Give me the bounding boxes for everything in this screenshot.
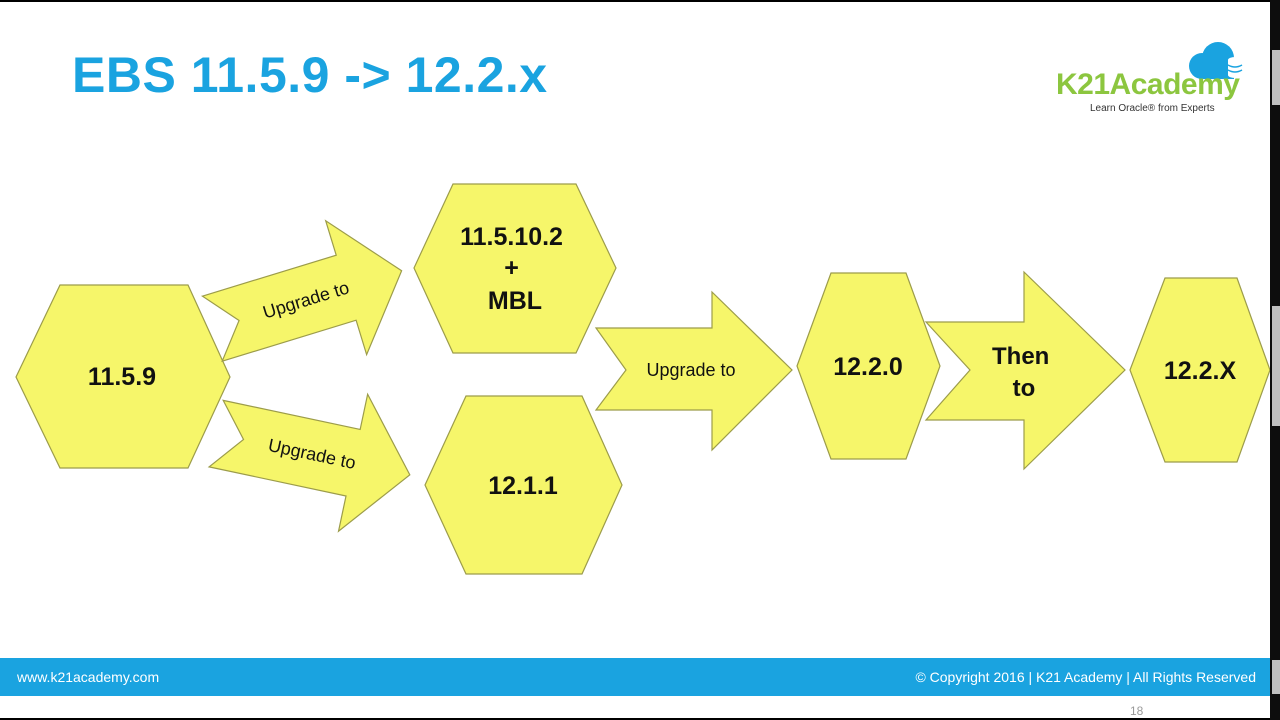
node-11-5-10-2: 11.5.10.2 + MBL xyxy=(413,183,617,354)
block-arrow-shape xyxy=(594,290,793,452)
cloud-database-icon xyxy=(1189,42,1243,79)
hexagon-shape xyxy=(413,183,617,354)
logo-tagline: Learn Oracle® from Experts xyxy=(1090,103,1215,114)
hexagon-shape xyxy=(424,395,623,575)
arrow-label: Then to xyxy=(992,343,1056,402)
node-label: 12.2.X xyxy=(1164,357,1237,385)
node-label: 11.5.9 xyxy=(88,363,156,391)
slide-title: EBS 11.5.9 -> 12.2.x xyxy=(72,47,548,103)
node-label-line: 12.1.1 xyxy=(488,472,558,500)
block-arrow-shape xyxy=(207,392,411,533)
node-label-line: + xyxy=(504,254,519,282)
node-label-line: 12.2.X xyxy=(1164,357,1237,385)
upgrade-path-diagram: 11.5.9 11.5.10.2 + MBL 12.1.1 12.2.0 12.… xyxy=(15,183,1270,575)
node-12-2-x: 12.2.X xyxy=(1129,277,1270,463)
hexagon-shape xyxy=(796,272,941,460)
arrow-then-to: Then to xyxy=(924,270,1126,471)
node-12-2-0: 12.2.0 xyxy=(796,272,941,460)
arrow-label-line: Then xyxy=(992,343,1049,370)
node-12-1-1: 12.1.1 xyxy=(424,395,623,575)
node-label: 11.5.10.2 + MBL xyxy=(460,223,570,315)
arrow-upgrade-top: Upgrade to xyxy=(200,219,403,363)
hexagon-shape xyxy=(15,284,231,469)
node-label-line: MBL xyxy=(488,287,542,315)
block-arrow-shape xyxy=(200,219,403,363)
node-label-line: 12.2.0 xyxy=(833,353,903,381)
k21academy-logo: K21Academy Learn Oracle® from Experts xyxy=(1052,40,1252,120)
adjacent-window-edge xyxy=(1270,0,1280,720)
logo-brand-text: K21Academy xyxy=(1056,68,1240,101)
node-label: 12.2.0 xyxy=(833,353,903,381)
node-label: 12.1.1 xyxy=(488,472,558,500)
block-arrow-shape xyxy=(924,270,1126,471)
footer-copyright: © Copyright 2016 | K21 Academy | All Rig… xyxy=(915,669,1256,685)
footer-website-link[interactable]: www.k21academy.com xyxy=(17,669,160,685)
node-label-line: 11.5.10.2 xyxy=(460,223,563,251)
hexagon-shape xyxy=(1129,277,1270,463)
arrow-label-line: to xyxy=(1013,375,1036,402)
arrow-upgrade-mid: Upgrade to xyxy=(594,290,793,452)
arrow-label: Upgrade to xyxy=(646,360,735,380)
arrow-label-line: Upgrade to xyxy=(646,360,735,380)
footer-bar: www.k21academy.com © Copyright 2016 | K2… xyxy=(0,658,1270,696)
node-label-line: 11.5.9 xyxy=(88,363,156,391)
page-number: 18 xyxy=(1130,704,1144,718)
node-11-5-9: 11.5.9 xyxy=(15,284,231,469)
arrow-upgrade-bottom: Upgrade to xyxy=(207,392,411,533)
